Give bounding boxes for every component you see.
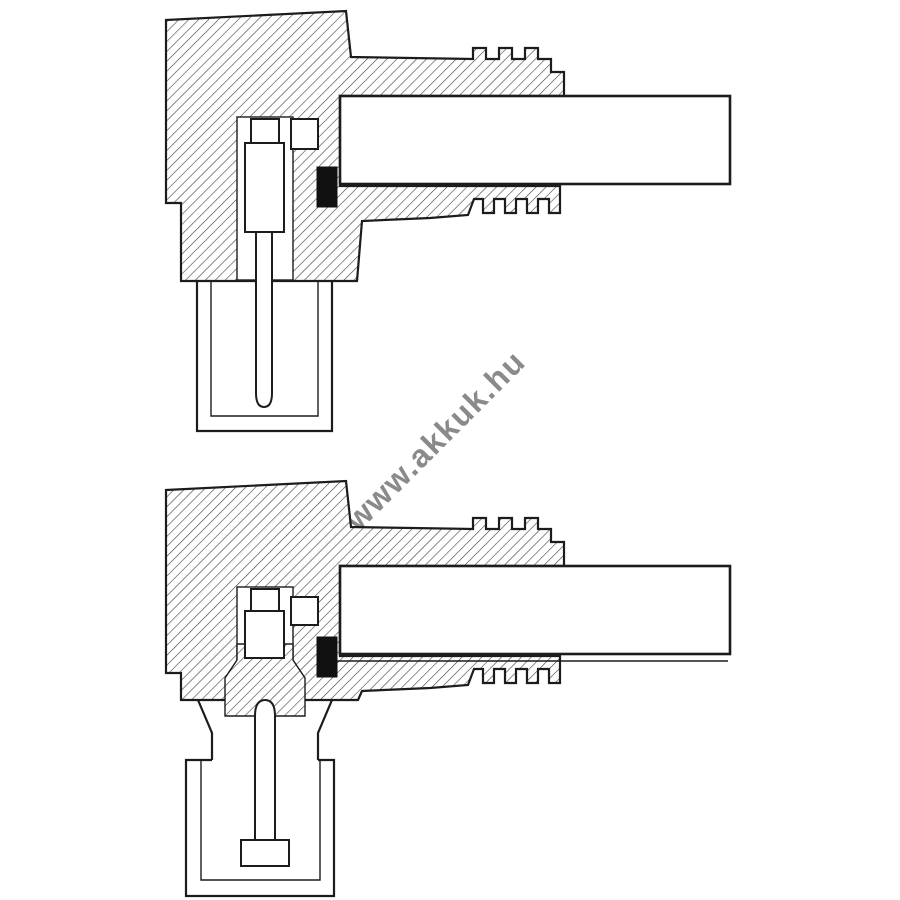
plunger-rod [255,231,273,409]
plunger-body [244,610,285,659]
plunger-cap [250,588,280,612]
gland-packing-hatched [224,643,306,717]
rod-end-nut [240,839,290,867]
housing-box-outer [184,758,336,898]
plunger-body [244,142,285,233]
housing-outer-wall [195,281,334,433]
pipe-shaft [338,94,732,186]
pipe-shaft [338,564,732,656]
plunger-cap [250,118,280,144]
seal-ring [316,166,338,208]
housing-inner-wall [210,281,319,417]
housing-box-inner [200,760,321,881]
plunger-rod [254,698,276,841]
watermark-text: www.akkuk.hu [337,343,532,538]
guide-block [290,118,319,150]
seal-ring [316,636,338,678]
housing-shoulder-right [316,699,334,760]
housing-shoulder-left [196,699,214,760]
figure-bottom-assembly [164,479,732,898]
figure-top-assembly [164,9,732,433]
guide-block [290,596,319,626]
